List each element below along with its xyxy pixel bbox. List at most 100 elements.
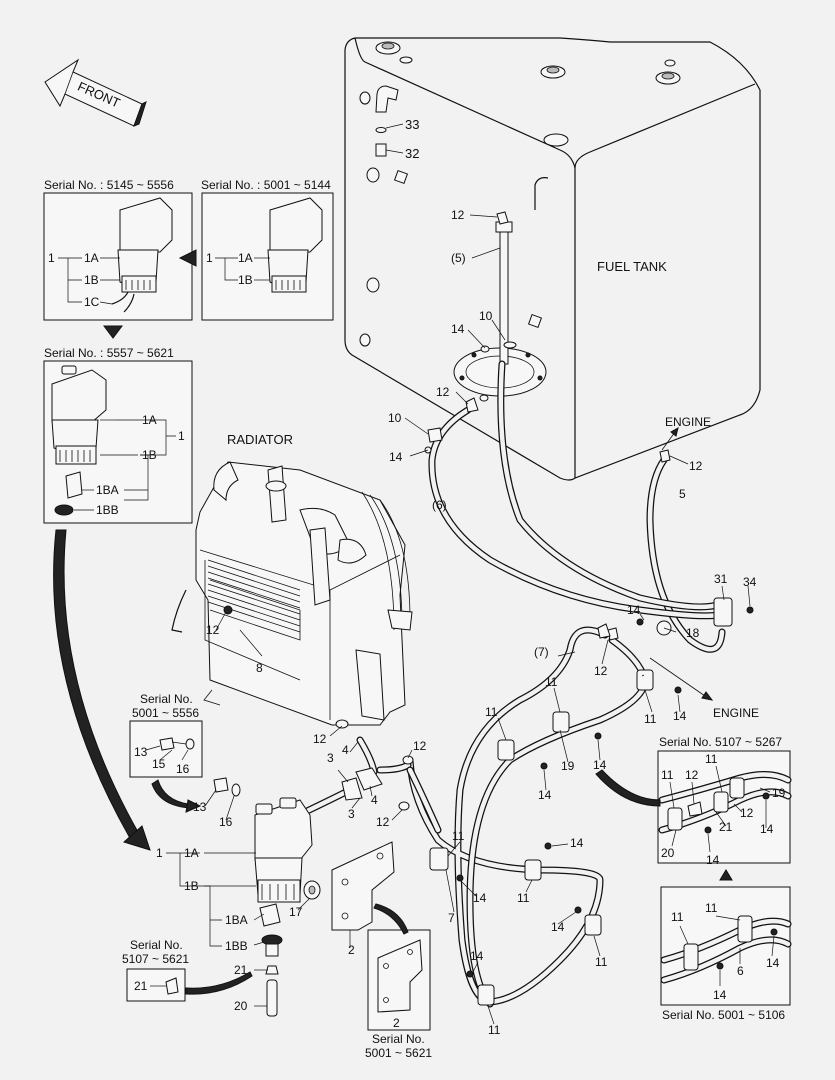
callout-1: 1 <box>206 251 213 265</box>
callout-11: 11 <box>545 675 558 689</box>
callout-1A: 1A <box>84 251 99 265</box>
callout-17: 17 <box>289 905 303 919</box>
serial-5001-5144-label: Serial No. : 5001 ~ 5144 <box>201 178 331 192</box>
callout-21: 21 <box>719 820 733 834</box>
callout-6-paren: (6) <box>432 498 447 512</box>
serial-5001-5106-label: Serial No. 5001 ~ 5106 <box>662 1008 785 1022</box>
inset-serial-5107-5267: Serial No. 5107 ~ 5267 11 12 11 19 12 21… <box>657 735 792 867</box>
callout-1BA: 1BA <box>225 913 248 927</box>
callout-1A: 1A <box>184 846 199 860</box>
callout-14: 14 <box>673 709 687 723</box>
callout-12: 12 <box>685 768 699 782</box>
serial-5107-5621-line2: 5107 ~ 5621 <box>122 952 189 966</box>
callout-20: 20 <box>661 846 675 860</box>
callout-14: 14 <box>706 853 720 867</box>
callout-32: 32 <box>405 146 419 161</box>
callout-10: 10 <box>479 309 493 323</box>
callout-11: 11 <box>705 752 718 766</box>
callout-1B: 1B <box>238 273 253 287</box>
serial-5001-5621-line1: Serial No. <box>372 1032 425 1046</box>
inset-serial-5001-5556: Serial No. 5001 ~ 5556 13 15 16 <box>129 692 203 778</box>
callout-5-paren: (5) <box>451 251 466 265</box>
callout-13: 13 <box>193 800 207 814</box>
callout-21: 21 <box>134 979 148 993</box>
leader-lines <box>166 123 751 1025</box>
arrow-down-icon <box>103 325 123 339</box>
serial-5001-5556-line2: 5001 ~ 5556 <box>132 706 199 720</box>
callout-12: 12 <box>206 623 220 637</box>
callout-18: 18 <box>686 626 700 640</box>
callout-13: 13 <box>134 745 148 759</box>
arrowhead-small-icon <box>185 799 202 813</box>
callout-11: 11 <box>661 768 674 782</box>
callout-14: 14 <box>760 822 774 836</box>
curved-arrow-5107-icon <box>595 769 661 807</box>
callout-14: 14 <box>570 836 584 850</box>
inset-serial-5557-5621: Serial No. : 5557 ~ 5621 1A 1B 1 1BA 1BB <box>43 346 193 524</box>
callout-33: 33 <box>405 117 419 132</box>
callout-4: 4 <box>342 743 349 757</box>
callout-14: 14 <box>389 450 403 464</box>
callout-12: 12 <box>740 806 754 820</box>
inset-serial-5145-5556: Serial No. : 5145 ~ 5556 1 1A 1B 1C <box>43 178 193 321</box>
curved-arrow-icon <box>53 529 139 839</box>
callout-16: 16 <box>219 815 233 829</box>
callout-12: 12 <box>594 664 608 678</box>
main-callouts: 33 32 12 (5) 10 14 12 10 14 (6) ENGINE 1… <box>156 117 759 1037</box>
callout-1: 1 <box>178 429 185 443</box>
arrowhead-icon <box>123 825 151 851</box>
callout-15: 15 <box>152 757 166 771</box>
inset-serial-5001-5621: 2 Serial No. 5001 ~ 5621 <box>365 929 432 1060</box>
inset-serial-5107-5621: Serial No. 5107 ~ 5621 21 <box>122 938 189 1002</box>
callout-3: 3 <box>348 807 355 821</box>
serial-5001-5556-line1: Serial No. <box>140 692 193 706</box>
callout-11: 11 <box>488 1023 501 1037</box>
callout-1BA: 1BA <box>96 483 119 497</box>
callout-11: 11 <box>517 891 530 905</box>
curved-arrow-bracket-icon <box>373 903 409 935</box>
callout-7-paren: (7) <box>534 645 549 659</box>
radiator: RADIATOR <box>171 432 413 726</box>
callout-14: 14 <box>451 322 465 336</box>
callout-1: 1 <box>48 251 55 265</box>
hardware <box>223 211 754 978</box>
curved-arrow-small-icon <box>151 779 191 809</box>
fuel-tank: FUEL TANK <box>344 37 761 481</box>
callout-11: 11 <box>671 910 684 924</box>
callout-11: 11 <box>485 705 498 719</box>
callout-12: 12 <box>451 208 465 222</box>
engine-arrows <box>649 426 714 701</box>
clamps <box>429 597 733 1006</box>
main-fuel-filter <box>213 719 414 1017</box>
callout-14: 14 <box>713 988 727 1002</box>
callout-14: 14 <box>593 758 607 772</box>
serial-5001-5621-line2: 5001 ~ 5621 <box>365 1046 432 1060</box>
callout-1A: 1A <box>142 413 157 427</box>
callout-16: 16 <box>176 762 190 776</box>
callout-1B: 1B <box>184 879 199 893</box>
callout-2: 2 <box>348 943 355 957</box>
curved-arrow-21-icon <box>185 971 253 995</box>
callout-14: 14 <box>470 949 484 963</box>
callout-1B: 1B <box>84 273 99 287</box>
callout-7: 7 <box>448 911 455 925</box>
serial-5557-5621-label: Serial No. : 5557 ~ 5621 <box>44 346 174 360</box>
callout-14: 14 <box>473 891 487 905</box>
callout-12: 12 <box>413 739 427 753</box>
callout-34: 34 <box>743 575 757 589</box>
callout-19: 19 <box>561 759 575 773</box>
callout-12: 12 <box>689 459 703 473</box>
callout-1C: 1C <box>84 295 100 309</box>
callout-1A: 1A <box>238 251 253 265</box>
radiator-label: RADIATOR <box>227 432 293 447</box>
callout-21: 21 <box>234 963 248 977</box>
callout-8: 8 <box>256 661 263 675</box>
serial-5145-5556-label: Serial No. : 5145 ~ 5556 <box>44 178 174 192</box>
front-arrow: FRONT <box>44 58 147 127</box>
callout-11: 11 <box>452 829 465 843</box>
callout-19: 19 <box>772 786 786 800</box>
inset-serial-5001-5106: 11 11 6 14 14 Serial No. 5001 ~ 5106 <box>660 886 792 1022</box>
callout-11: 11 <box>595 955 608 969</box>
